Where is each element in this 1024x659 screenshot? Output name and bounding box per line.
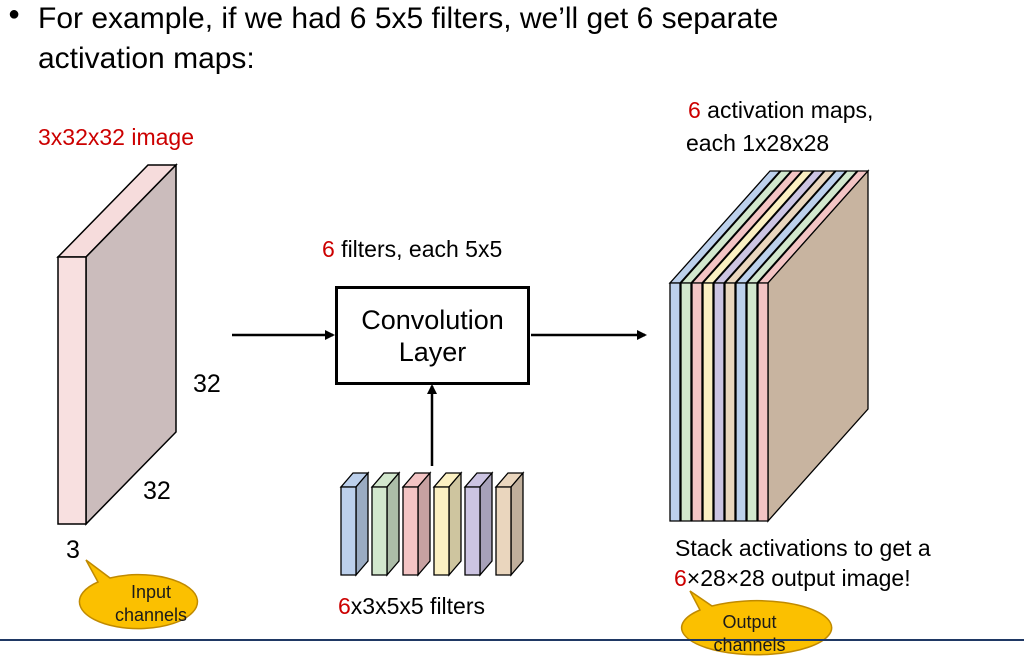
activation-map xyxy=(745,170,859,522)
filter-cuboid xyxy=(432,471,463,577)
input-block-front xyxy=(57,256,87,525)
activation-map-front xyxy=(746,282,758,522)
bullet-dot: ● xyxy=(8,3,21,25)
filters-label: 6 filters, each 5x5 xyxy=(322,236,503,262)
input-image-block xyxy=(56,163,178,526)
activation-map-front xyxy=(735,282,747,522)
filter-cuboid-side xyxy=(479,471,493,577)
filter-bank xyxy=(339,471,525,577)
activation-map xyxy=(690,170,804,522)
filter-cuboid-front xyxy=(495,486,512,576)
filter-cuboid-side xyxy=(355,471,369,577)
output-activation-stack xyxy=(668,169,870,523)
activation-map xyxy=(701,170,815,522)
input-depth-label: 3 xyxy=(66,536,80,564)
filter-cuboid xyxy=(339,471,370,577)
input-callout-text: Input channels xyxy=(114,582,188,625)
convolution-layer-box: Convolution Layer xyxy=(335,286,530,385)
filter-cuboid xyxy=(401,471,432,577)
output-stack-text-line1: Stack activations to get a xyxy=(675,535,931,561)
activation-map-front xyxy=(702,282,714,522)
input-title: 3x32x32 image xyxy=(38,124,194,150)
filter-cuboid xyxy=(463,471,494,577)
activation-map xyxy=(734,170,848,522)
output-stack-text-line2: 6×28×28 output image! xyxy=(674,565,911,591)
activation-map xyxy=(723,170,837,522)
filter-cuboid-side xyxy=(417,471,431,577)
bullet-line-2: activation maps: xyxy=(38,42,255,75)
activation-map-front xyxy=(669,282,681,522)
activation-map xyxy=(668,170,782,522)
activation-map-front xyxy=(680,282,692,522)
input-height-label: 32 xyxy=(193,370,221,398)
filter-cuboid-front xyxy=(340,486,357,576)
filter-bank-label: 6x3x5x5 filters xyxy=(338,593,486,619)
activation-map-front xyxy=(691,282,703,522)
filter-cuboid-front xyxy=(433,486,450,576)
activation-map xyxy=(712,170,826,522)
input-width-label: 32 xyxy=(143,477,171,505)
filter-cuboid-side xyxy=(510,471,524,577)
activation-map xyxy=(679,170,793,522)
activation-map-front xyxy=(724,282,736,522)
output-callout-text: Output channels xyxy=(713,612,786,655)
filter-cuboid-front xyxy=(464,486,481,576)
filter-cuboid-front xyxy=(371,486,388,576)
conv-label-line2: Layer xyxy=(398,336,467,367)
filter-cuboid xyxy=(370,471,401,577)
activation-map xyxy=(756,169,870,523)
activation-map-front xyxy=(757,282,769,522)
filter-cuboid-front xyxy=(402,486,419,576)
conv-label-line1: Convolution xyxy=(361,304,504,335)
output-callout-bubble xyxy=(680,590,833,656)
input-callout-bubble xyxy=(78,559,199,630)
activation-map-front xyxy=(713,282,725,522)
output-title-line1: 6 activation maps, xyxy=(688,97,874,123)
output-title-line2: each 1x28x28 xyxy=(686,130,830,156)
filter-cuboid xyxy=(494,471,525,577)
filter-cuboid-side xyxy=(386,471,400,577)
bullet-line-1: For example, if we had 6 5x5 filters, we… xyxy=(38,2,779,35)
filter-cuboid-side xyxy=(448,471,462,577)
